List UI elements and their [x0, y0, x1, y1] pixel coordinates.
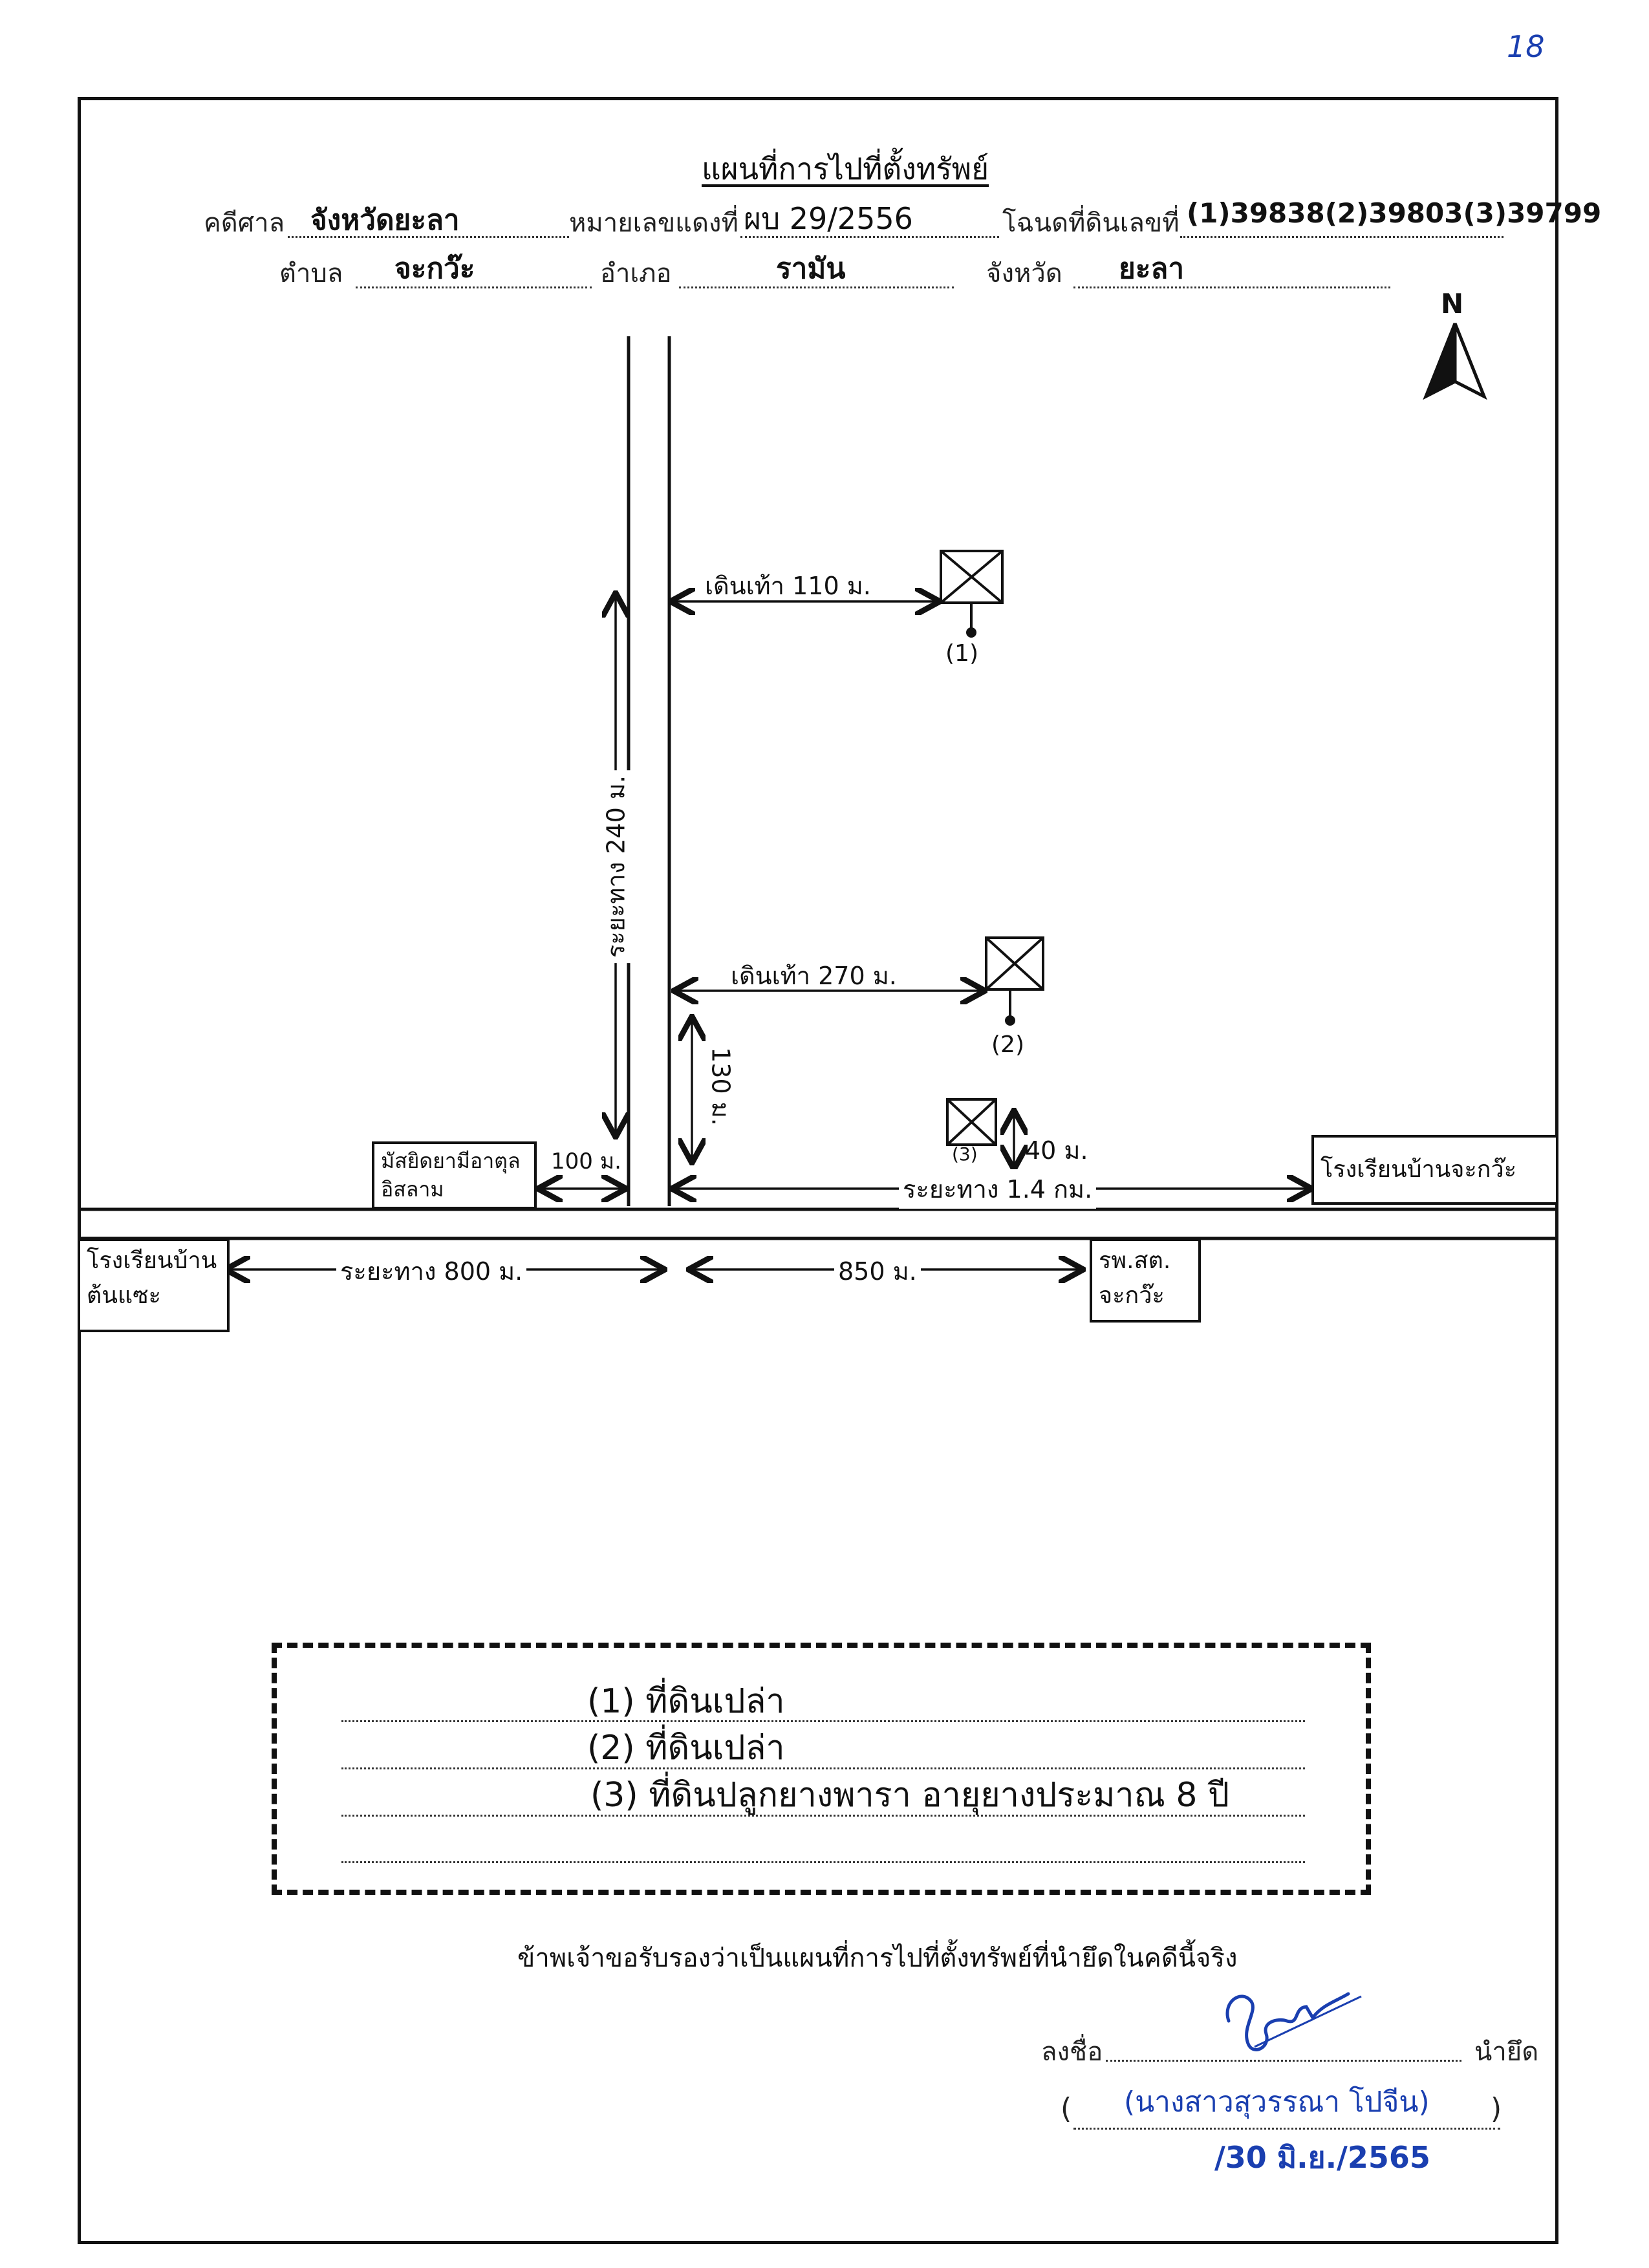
compass-label: N [1441, 288, 1464, 319]
role-label: นำยึด [1474, 2037, 1539, 2067]
case-court-value: จังหวัดยะลา [310, 204, 460, 237]
signature-date: /30 มิ.ย./2565 [1214, 2140, 1430, 2175]
school-tonsae-label: โรงเรียนบ้านต้นแซะ [87, 1247, 217, 1309]
dist-130-label: 130 ม. [706, 1047, 735, 1126]
road-800-label: ระยะทาง 800 ม. [336, 1251, 527, 1291]
district-line [679, 286, 954, 288]
sign-line [1106, 2060, 1461, 2062]
health-center-box: รพ.สต. จะกว๊ะ [1090, 1238, 1201, 1323]
legend-item-2: (2) ที่ดินเปล่า [587, 1729, 785, 1767]
road-1-4km-label: ระยะทาง 1.4 กม. [899, 1169, 1097, 1209]
handwritten-signature [1225, 1992, 1362, 2051]
plot-1-marker [940, 550, 1004, 638]
school-chakwa-label: โรงเรียนบ้านจะกว๊ะ [1320, 1156, 1517, 1183]
legend-line-2 [341, 1767, 1305, 1769]
district-label: อำเภอ [600, 259, 672, 288]
page-number: 18 [1507, 29, 1545, 64]
red-case-value: ผบ 29/2556 [744, 201, 913, 236]
school-tonsae-box: โรงเรียนบ้านต้นแซะ [78, 1238, 230, 1332]
walk-110-label: เดินเท้า 110 ม. [705, 572, 871, 600]
red-case-label: หมายเลขแดงที่ [569, 208, 738, 238]
dist-100-label: 100 ม. [551, 1149, 621, 1174]
open-paren: ( [1061, 2092, 1072, 2125]
legend-line-4 [341, 1861, 1305, 1863]
sign-label: ลงชื่อ [1041, 2037, 1103, 2067]
route-map [78, 336, 1558, 1423]
deed-line [1180, 236, 1503, 238]
plot-1-label: (1) [945, 640, 978, 667]
north-arrow-icon [1423, 323, 1487, 400]
name-line [1073, 2128, 1500, 2130]
plot-3-label: (3) [952, 1143, 978, 1165]
plot-2-label: (2) [991, 1031, 1024, 1058]
province-value: ยะลา [1119, 252, 1185, 285]
school-chakwa-box: โรงเรียนบ้านจะกว๊ะ [1311, 1135, 1558, 1205]
district-value: รามัน [776, 252, 846, 285]
deed-value: (1)39838(2)39803(3)39799 [1187, 197, 1602, 229]
health-center-label: รพ.สต. จะกว๊ะ [1099, 1247, 1171, 1309]
province-line [1073, 286, 1390, 288]
subdistrict-line [356, 286, 592, 288]
plot-3-marker [946, 1098, 997, 1146]
red-case-line [740, 236, 999, 238]
dist-850-label: 850 ม. [834, 1251, 921, 1291]
dist-40-label: 40 ม. [1025, 1136, 1088, 1165]
signer-name: (นางสาวสุวรรณา โปจีน) [1124, 2086, 1430, 2119]
legend-item-3: (3) ที่ดินปลูกยางพารา อายุยางประมาณ 8 ปี [590, 1776, 1230, 1815]
mosque-box: มัสยิดยามีอาตุลอิสลาม [372, 1141, 537, 1209]
subdistrict-value: จะกว๊ะ [394, 252, 475, 285]
legend-item-1: (1) ที่ดินเปล่า [587, 1682, 785, 1721]
legend-line-1 [341, 1720, 1305, 1722]
legend-box: (1) ที่ดินเปล่า (2) ที่ดินเปล่า (3) ที่ด… [272, 1643, 1371, 1895]
walk-270-label: เดินเท้า 270 ม. [731, 962, 897, 990]
deed-label: โฉนดที่ดินเลขที่ [1002, 208, 1180, 238]
case-court-label: คดีศาล [204, 208, 285, 238]
close-paren: ) [1491, 2092, 1502, 2125]
case-court-line [288, 236, 569, 238]
page-title: แผนที่การไปที่ตั้งทรัพย์ [702, 151, 989, 186]
legend-line-3 [341, 1815, 1305, 1817]
mosque-label: มัสยิดยามีอาตุลอิสลาม [381, 1149, 521, 1202]
plot-2-marker [985, 936, 1044, 1026]
province-label: จังหวัด [986, 259, 1062, 288]
subdistrict-label: ตำบล [279, 259, 343, 288]
road-240-label: ระยะทาง 240 ม. [596, 770, 636, 964]
certification-text: ข้าพเจ้าขอรับรองว่าเป็นแผนที่การไปที่ตั้… [517, 1943, 1238, 1973]
